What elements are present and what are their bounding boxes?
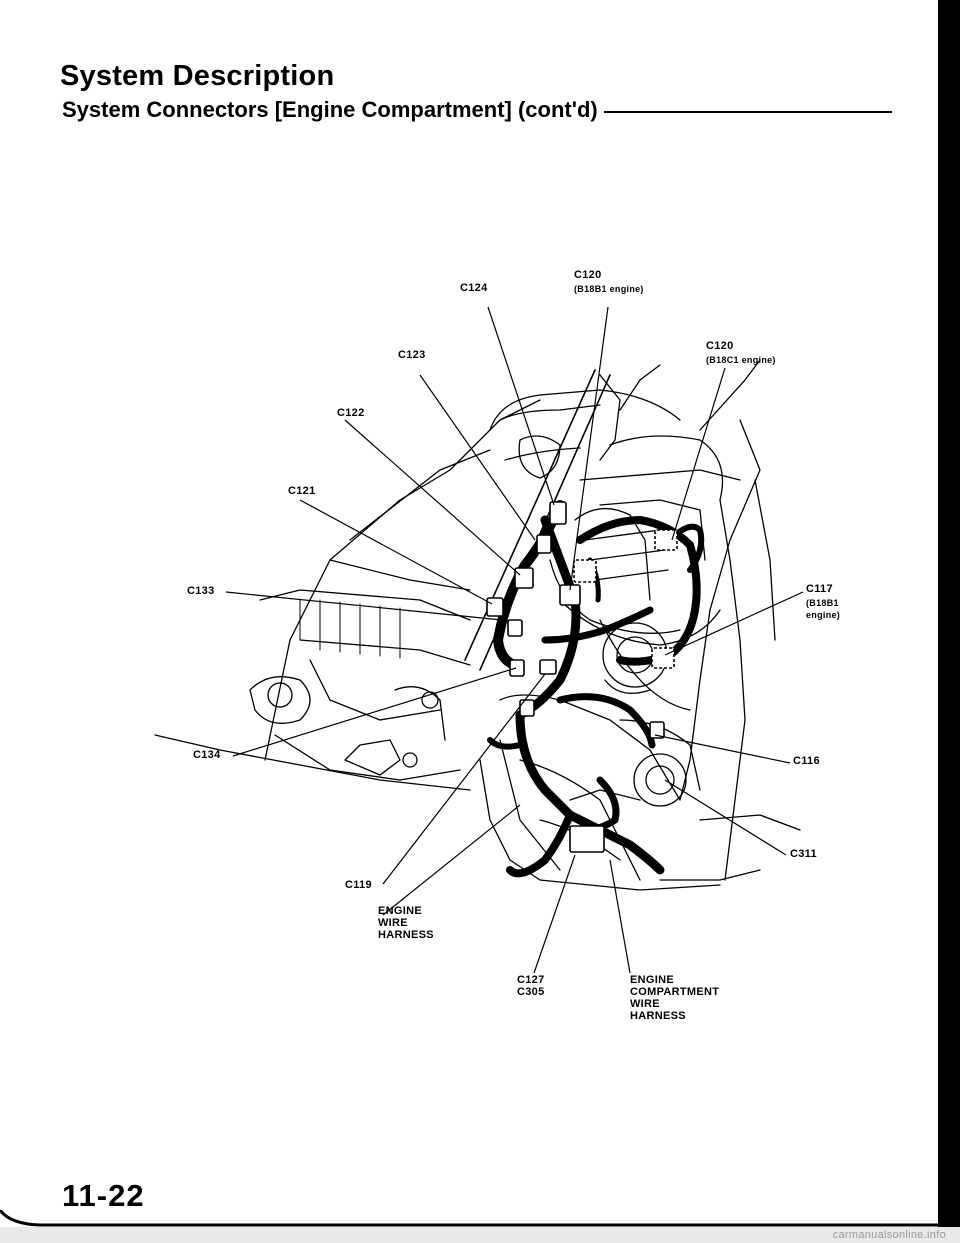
- page-edge-bar: [938, 0, 960, 1243]
- label-c122: C122: [337, 407, 365, 419]
- leader-lines: [225, 306, 804, 974]
- label-c119: C119: [345, 879, 372, 891]
- label-engine-wire-harness: ENGINE WIRE HARNESS: [378, 905, 434, 941]
- page-number: 11-22: [62, 1178, 145, 1213]
- section-heading-row: System Connectors [Engine Compartment] (…: [62, 97, 892, 127]
- label-c134: C134: [193, 749, 221, 761]
- wire-harness: [487, 500, 705, 878]
- footer-watermark: carmanualsonline.info: [832, 1229, 946, 1241]
- section-heading: System Connectors [Engine Compartment] (…: [62, 97, 604, 123]
- page-title: System Description: [60, 60, 335, 92]
- label-c120-b18c1: C120: [706, 340, 734, 352]
- label-c117-note: (B18B1 engine): [806, 598, 841, 620]
- label-c117: C117: [806, 583, 833, 595]
- connectors: [486, 501, 678, 853]
- label-engine-compartment-wire-harness: ENGINE COMPARTMENT WIRE HARNESS: [630, 974, 720, 1022]
- footer-bar: [0, 1227, 960, 1243]
- label-c120-b18b1: C120: [574, 269, 602, 281]
- label-c127-c305: C127 C305: [517, 974, 545, 998]
- label-c124: C124: [460, 282, 488, 294]
- label-c121: C121: [288, 485, 316, 497]
- engine-illustration: [154, 359, 801, 891]
- page-edge-curl: [0, 1210, 938, 1227]
- heading-rule: [392, 111, 892, 113]
- label-c311: C311: [790, 848, 817, 860]
- label-c133: C133: [187, 585, 215, 597]
- label-c116: C116: [793, 755, 820, 767]
- label-c120-b18c1-note: (B18C1 engine): [706, 355, 776, 365]
- label-c123: C123: [398, 349, 426, 361]
- label-c120-b18b1-note: (B18B1 engine): [574, 284, 644, 294]
